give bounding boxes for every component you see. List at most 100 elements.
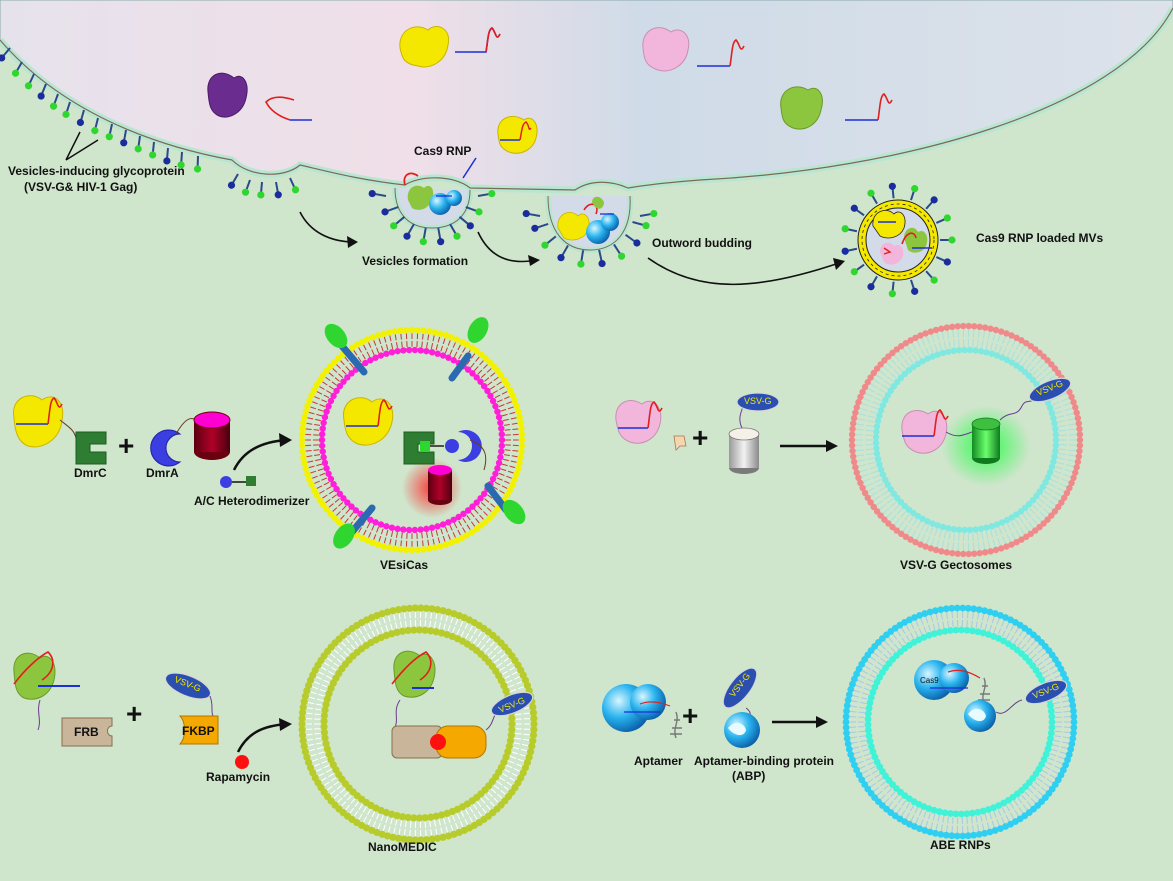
plus-sign: + — [692, 422, 708, 454]
lipid-head-inner — [876, 461, 882, 467]
outward-budding-label: Outword budding — [652, 236, 752, 250]
cylinder-top — [428, 465, 452, 475]
glycoprotein-head — [467, 222, 474, 229]
lipid-head-inner — [1050, 415, 1056, 421]
glycoprotein-head — [911, 288, 918, 295]
nanomedic-arrow — [238, 724, 286, 752]
abe-rnps-label: ABE RNPs — [930, 838, 991, 852]
glycoprotein-label-line1: Vesicles-inducing glycoprotein — [8, 164, 185, 178]
lipid-head-outer — [1075, 415, 1081, 421]
lipid-head-outer — [432, 544, 438, 550]
lipid-tail — [973, 533, 974, 541]
lipid-head-inner — [423, 348, 429, 354]
lipid-tail — [1034, 645, 1039, 650]
lipid-head-inner — [978, 526, 984, 532]
lipid-head-outer — [987, 325, 993, 331]
lipid-tail — [973, 339, 974, 347]
lipid-head-outer — [448, 539, 454, 545]
lipid-head-inner — [389, 525, 395, 531]
lipid-head-inner — [978, 348, 984, 354]
cylinder-top — [972, 418, 1000, 430]
lipid-tail — [314, 714, 320, 715]
lipid-tail — [881, 645, 886, 650]
lipid-tail — [524, 734, 530, 735]
glycoprotein-head — [911, 185, 918, 192]
lipid-tail — [850, 711, 857, 712]
lipid-tail — [306, 451, 312, 452]
lipid-head-inner — [496, 460, 502, 466]
lipid-head-outer — [993, 547, 999, 553]
lipid-tail — [306, 734, 312, 735]
lipid-tail — [306, 429, 312, 430]
glycoprotein-head — [149, 151, 156, 158]
lipid-head-inner — [967, 347, 973, 353]
glycoprotein-head — [420, 238, 427, 245]
lipid-head-inner — [423, 526, 429, 532]
heterodimerizer-icon — [220, 476, 256, 488]
lipid-head-outer — [949, 324, 955, 330]
lipid-tail — [505, 430, 511, 431]
lipid-head-inner — [499, 431, 505, 437]
lipid-tail — [512, 429, 518, 430]
lipid-head-outer — [1075, 459, 1081, 465]
lipid-tail — [973, 543, 974, 551]
lipid-head-outer — [443, 332, 449, 338]
lipid-head-outer — [1076, 426, 1082, 432]
lipid-tail — [1064, 732, 1071, 733]
lipid-head-outer — [426, 328, 432, 334]
lipid-head-outer — [1077, 431, 1083, 437]
lipid-head-outer — [849, 426, 855, 432]
lipid-tail — [505, 450, 511, 451]
lipid-head-outer — [432, 329, 438, 335]
lipid-head-inner — [322, 460, 328, 466]
lipid-tail — [515, 733, 521, 734]
lipid-head-inner — [323, 465, 329, 471]
nano-fill — [308, 614, 528, 834]
lipid-head-outer — [1077, 437, 1083, 443]
glycoprotein-head — [403, 233, 410, 240]
lipid-head-outer — [299, 443, 305, 449]
lipid-tail — [885, 798, 889, 803]
nanomedic-label: NanoMEDIC — [368, 840, 437, 854]
lipid-head-inner — [378, 352, 384, 358]
lipid-head-outer — [303, 408, 309, 414]
lipid-head-inner — [972, 347, 978, 353]
glycoprotein-head — [120, 139, 127, 146]
lipid-head-outer — [513, 471, 519, 477]
glycoprotein-head — [475, 208, 482, 215]
lipid-head-inner — [1051, 420, 1057, 426]
lipid-tail — [512, 451, 518, 452]
lipid-head-inner — [417, 347, 423, 353]
abe-fill — [854, 616, 1066, 828]
glycoprotein-head — [944, 258, 951, 265]
lipid-tail — [314, 450, 320, 451]
budding-vesicle — [548, 196, 630, 250]
lipid-head-outer — [977, 550, 983, 556]
lipid-head-outer — [933, 327, 939, 333]
lipid-head-inner — [874, 423, 880, 429]
vesicas-dmra-cas9 — [151, 412, 230, 466]
lipid-tail — [858, 712, 865, 713]
cas9-tag: Cas9 — [920, 676, 939, 685]
frb-label: FRB — [74, 725, 99, 739]
lipid-head-inner — [400, 526, 406, 532]
lipid-head-inner — [383, 351, 389, 357]
glycoprotein-head — [437, 238, 444, 245]
glycoprotein-head — [931, 277, 938, 284]
lipid-tail — [401, 540, 402, 546]
lipid-head-inner — [956, 527, 962, 533]
lipid-head-inner — [320, 454, 326, 460]
glycoprotein-head — [618, 253, 625, 260]
lipid-tail — [1031, 798, 1035, 803]
lipid-head-outer — [369, 334, 375, 340]
vesicas-vesicle — [299, 313, 530, 553]
lipid-head-outer — [982, 324, 988, 330]
lipid-head-inner — [429, 525, 435, 531]
rapamycin — [430, 734, 446, 750]
lipid-head-inner — [873, 445, 879, 451]
lipid-tail — [423, 334, 424, 340]
lipid-head-inner — [320, 425, 326, 431]
lipid-tail — [314, 733, 320, 734]
lipid-head-inner — [956, 347, 962, 353]
